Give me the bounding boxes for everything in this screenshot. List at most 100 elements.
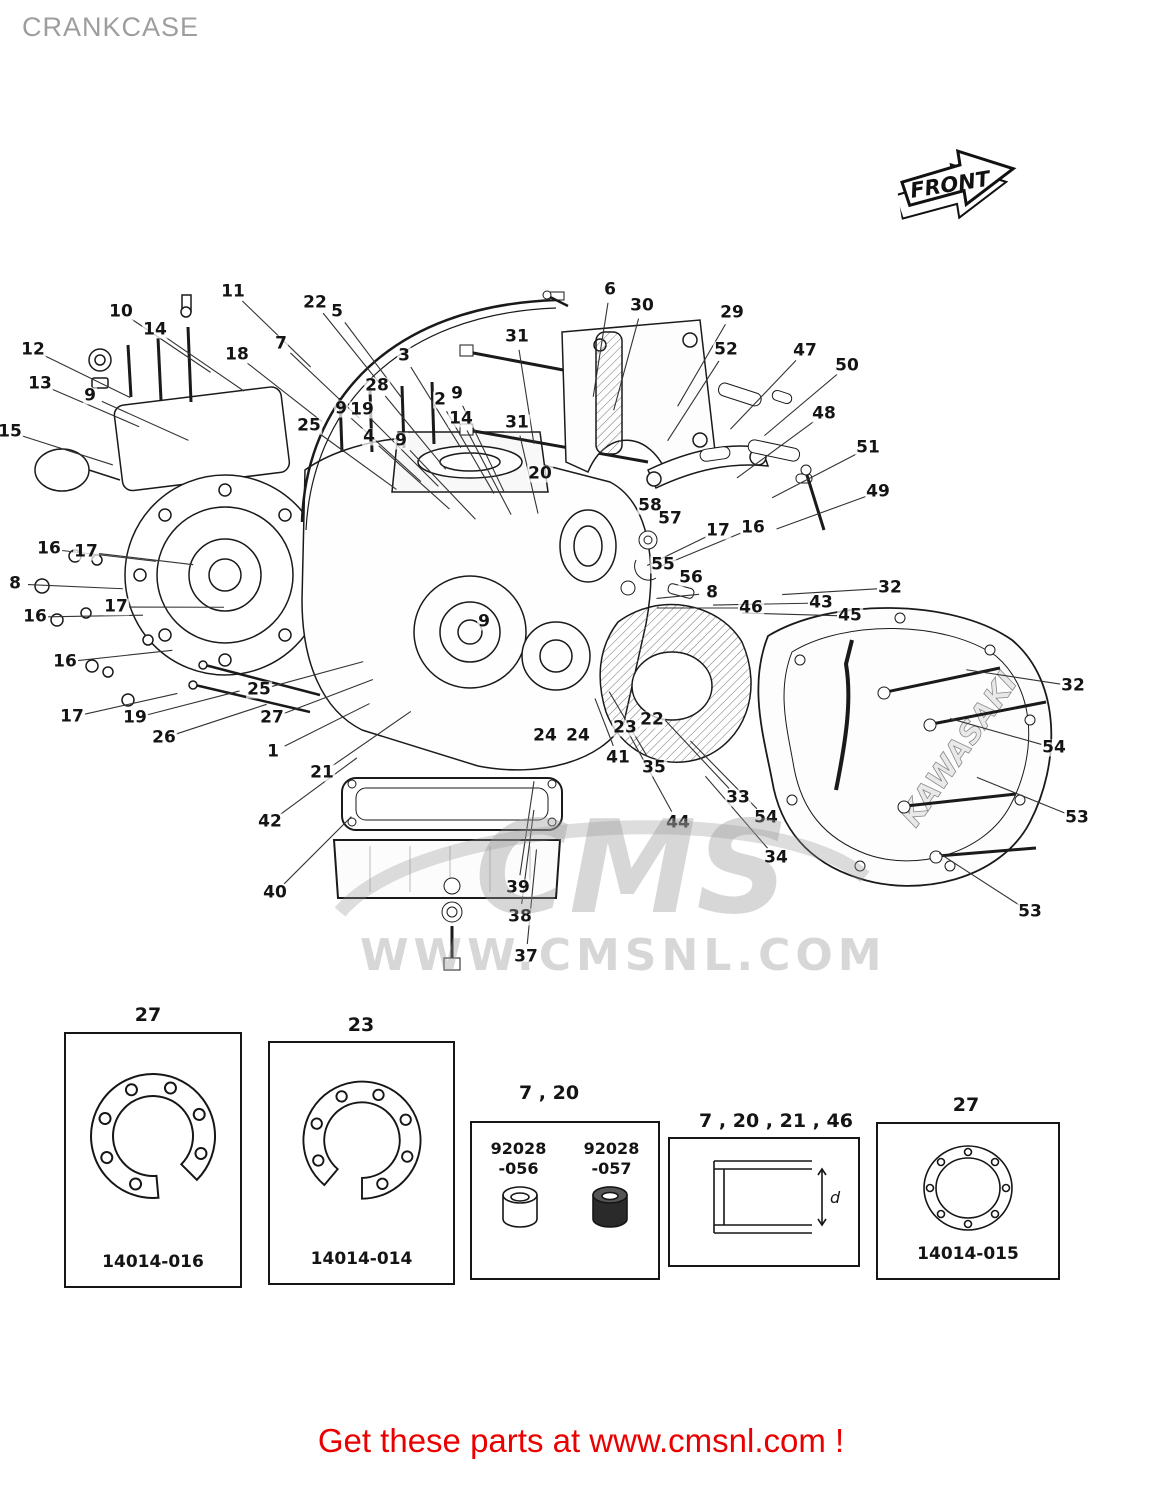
part-callout-44: 44 xyxy=(665,812,691,833)
part-callout-3: 3 xyxy=(397,345,411,366)
part-callout-25: 25 xyxy=(246,679,272,700)
dimension-label: d xyxy=(830,1188,841,1207)
gasket-drawing-1 xyxy=(90,1073,216,1200)
part-callout-32: 32 xyxy=(1060,675,1086,696)
part-callout-48: 48 xyxy=(811,403,837,424)
part-callout-55: 55 xyxy=(650,554,676,575)
part-callout-51: 51 xyxy=(855,437,881,458)
part-callout-14: 14 xyxy=(142,319,168,340)
part-callout-7: 7 xyxy=(274,333,288,354)
part-callout-17: 17 xyxy=(73,541,99,562)
part-callout-28: 28 xyxy=(364,375,390,396)
front-arrow-shape xyxy=(900,148,1017,208)
part-callout-31: 31 xyxy=(504,326,530,347)
part-callout-5: 5 xyxy=(330,301,344,322)
part-callout-49: 49 xyxy=(865,481,891,502)
part-callout-38: 38 xyxy=(507,906,533,927)
part-callout-17: 17 xyxy=(103,596,129,617)
part-callout-16: 16 xyxy=(52,651,78,672)
part-callout-24: 24 xyxy=(565,725,591,746)
detail-box4: d xyxy=(668,1137,860,1267)
bushing-drawings xyxy=(502,1186,628,1228)
detail-box2-label: 23 xyxy=(347,1014,375,1036)
part-callout-25: 25 xyxy=(296,415,322,436)
part-callout-34: 34 xyxy=(763,847,789,868)
part-callout-30: 30 xyxy=(629,295,655,316)
part-callout-15: 15 xyxy=(0,423,23,441)
part-callout-41: 41 xyxy=(605,747,631,768)
drain-gasket xyxy=(443,877,461,895)
part-callout-20: 20 xyxy=(527,463,553,484)
part-callout-29: 29 xyxy=(719,302,745,323)
part-callout-22: 22 xyxy=(302,292,328,313)
part-callout-54: 54 xyxy=(1041,737,1067,758)
part-callout-18: 18 xyxy=(224,344,250,365)
part-callout-17: 17 xyxy=(705,520,731,541)
part-callout-9: 9 xyxy=(334,398,348,419)
part-callout-13: 13 xyxy=(27,373,53,394)
bushing-part-b: 92028-057 xyxy=(583,1139,640,1178)
page-title: CRANKCASE xyxy=(22,12,200,42)
part-callout-8: 8 xyxy=(705,582,719,603)
bushing-a-icon xyxy=(502,1186,538,1228)
part-callout-14: 14 xyxy=(448,408,474,429)
part-callout-47: 47 xyxy=(792,340,818,361)
part-callout-12: 12 xyxy=(20,339,46,360)
part-callout-53: 53 xyxy=(1017,901,1043,922)
part-number-5: 14014-015 xyxy=(917,1244,1019,1264)
bearing-section-drawing: d xyxy=(713,1160,841,1234)
detail-box3-label: 7 , 20 xyxy=(518,1082,580,1104)
part-number-2: 14014-014 xyxy=(310,1249,413,1269)
part-callout-40: 40 xyxy=(262,882,288,903)
part-callout-52: 52 xyxy=(713,339,739,360)
part-callout-33: 33 xyxy=(725,787,751,808)
detail-box3: 92028-056 92028-057 xyxy=(470,1121,660,1280)
part-callout-56: 56 xyxy=(678,567,704,588)
part-callout-9: 9 xyxy=(450,383,464,404)
part-callout-22: 22 xyxy=(639,709,665,730)
part-callout-11: 11 xyxy=(220,281,246,302)
bushing-b-icon xyxy=(592,1186,628,1228)
part-callout-26: 26 xyxy=(151,727,177,748)
part-callout-27: 27 xyxy=(259,707,285,728)
part-callout-53: 53 xyxy=(1064,807,1090,828)
detail-box2: 14014-014 xyxy=(268,1041,455,1285)
part-callout-23: 23 xyxy=(612,717,638,738)
left-crankcase-half xyxy=(34,294,326,714)
part-callout-39: 39 xyxy=(505,877,531,898)
part-callout-2: 2 xyxy=(433,389,447,410)
part-callout-6: 6 xyxy=(603,279,617,300)
part-callout-45: 45 xyxy=(837,605,863,626)
part-callout-9: 9 xyxy=(83,385,97,406)
part-callout-32: 32 xyxy=(877,577,903,598)
part-callout-16: 16 xyxy=(36,538,62,559)
part-callout-9: 9 xyxy=(477,611,491,632)
bushing-part-a: 92028-056 xyxy=(490,1139,547,1178)
part-callout-42: 42 xyxy=(257,811,283,832)
gasket-drawing-2 xyxy=(301,1080,421,1200)
part-callout-1: 1 xyxy=(266,741,280,762)
cover-gasket-bead xyxy=(834,639,854,791)
detail-box1: 14014-016 xyxy=(64,1032,242,1288)
detail-box1-label: 27 xyxy=(134,1004,162,1026)
detail-box4-label: 7 , 20 , 21 , 46 xyxy=(699,1110,853,1132)
part-callout-35: 35 xyxy=(641,757,667,778)
part-callout-37: 37 xyxy=(513,946,539,967)
cmsnl-footer-link[interactable]: Get these parts at www.cmsnl.com ! xyxy=(317,1422,845,1459)
gasket-drawing-5 xyxy=(923,1145,1013,1231)
front-direction-arrow: FRONT xyxy=(893,148,1017,220)
part-callout-57: 57 xyxy=(657,508,683,529)
part-callout-19: 19 xyxy=(349,399,375,420)
detail-box5-label: 27 xyxy=(952,1094,980,1116)
part-callout-21: 21 xyxy=(309,762,335,783)
part-callout-19: 19 xyxy=(122,707,148,728)
part-callout-17: 17 xyxy=(59,706,85,727)
part-callout-54: 54 xyxy=(753,807,779,828)
part-callout-4: 4 xyxy=(362,426,376,447)
part-number-1: 14014-016 xyxy=(102,1252,204,1272)
part-callout-43: 43 xyxy=(808,592,834,613)
part-callout-10: 10 xyxy=(108,301,134,322)
detail-box5: 14014-015 xyxy=(876,1122,1060,1280)
part-callout-16: 16 xyxy=(22,606,48,627)
part-callout-9: 9 xyxy=(394,430,408,451)
